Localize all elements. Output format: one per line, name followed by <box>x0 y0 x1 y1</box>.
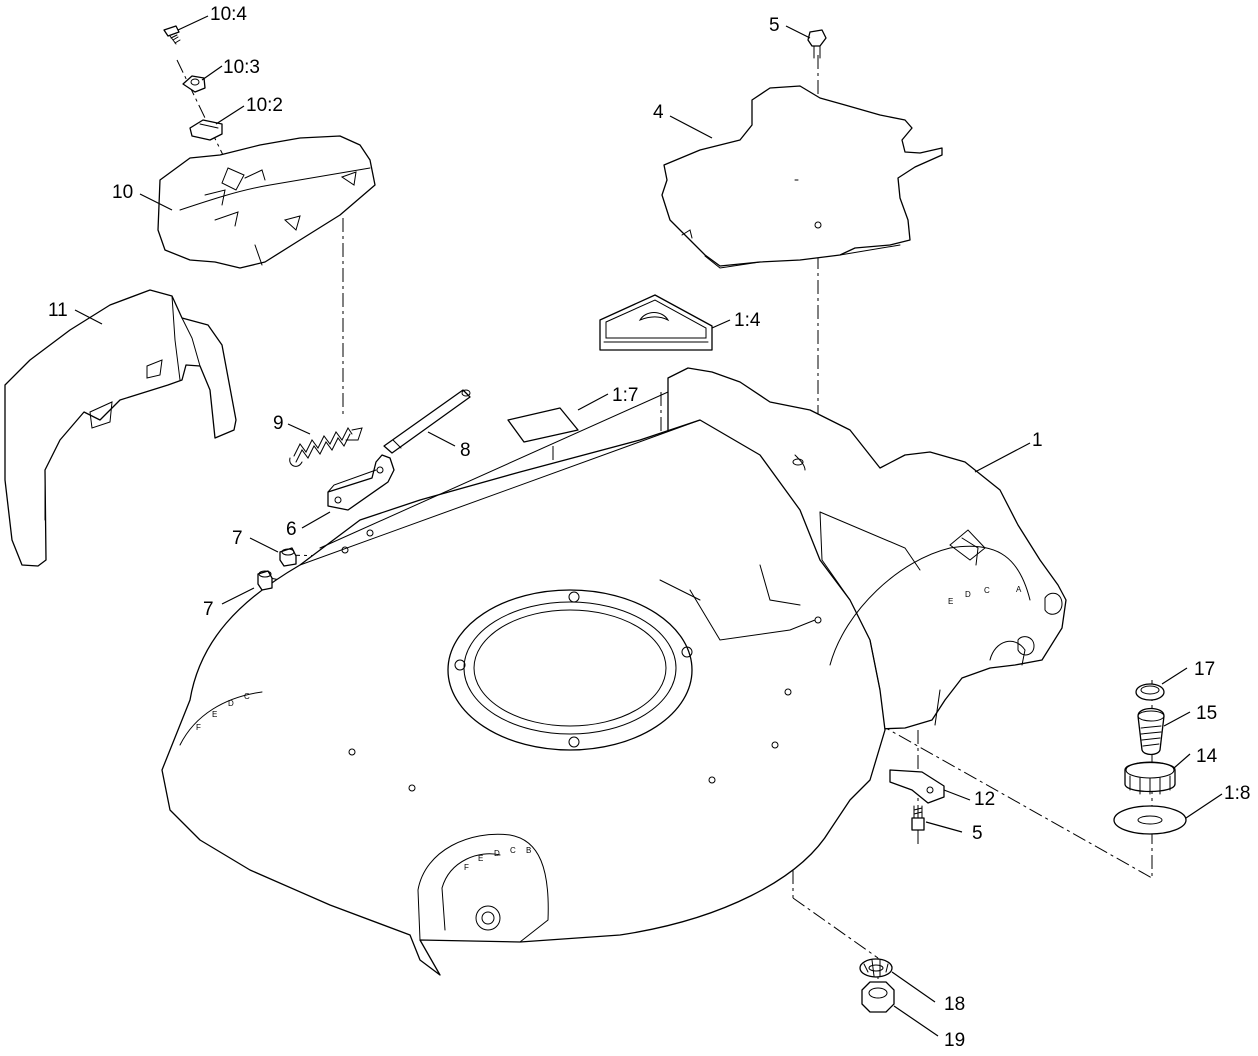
callout-7-upper: 7 <box>232 528 243 549</box>
callout-12: 12 <box>974 789 995 810</box>
height-letters-rear: F E D C B <box>464 846 531 872</box>
callout-4: 4 <box>653 102 664 123</box>
svg-text:B: B <box>526 846 531 855</box>
callout-10-2: 10:2 <box>246 95 283 116</box>
svg-text:E: E <box>948 597 953 606</box>
part-4-plate <box>661 85 943 269</box>
svg-text:F: F <box>464 863 469 872</box>
svg-text:C: C <box>984 586 990 595</box>
callout-17: 17 <box>1194 659 1215 680</box>
part-1-8-washer <box>1113 805 1187 835</box>
part-10-cover <box>157 135 376 269</box>
part-14-nut <box>1124 761 1176 795</box>
part-5-bolt-top <box>807 29 827 59</box>
callout-10-3: 10:3 <box>223 57 260 78</box>
part-10-3-nut <box>182 75 206 93</box>
callout-9: 9 <box>273 413 284 434</box>
svg-text:A: A <box>1016 585 1022 594</box>
svg-text:C: C <box>244 692 250 701</box>
svg-text:F: F <box>196 723 201 732</box>
part-10-2-clip <box>189 119 223 141</box>
svg-text:E: E <box>212 710 217 719</box>
part-7-bolt-upper <box>279 547 297 567</box>
callout-1: 1 <box>1032 430 1043 451</box>
callout-10-4: 10:4 <box>210 4 247 25</box>
callout-11: 11 <box>48 300 68 321</box>
part-15-bushing <box>1137 707 1165 756</box>
part-6-bracket <box>327 454 395 511</box>
callout-5-bottom: 5 <box>972 823 983 844</box>
svg-text:C: C <box>510 846 516 855</box>
part-11-deflector <box>4 289 237 567</box>
callout-10: 10 <box>112 182 133 203</box>
part-7-bolt-lower <box>257 570 273 591</box>
part-18-lockwasher <box>859 958 893 978</box>
label-1-7-decal <box>507 407 579 443</box>
part-19-nut <box>861 981 895 1013</box>
label-1-4-decal <box>599 294 713 351</box>
callout-19: 19 <box>944 1030 965 1051</box>
mower-deck: E D C A F E D C F E D C B <box>161 367 1067 976</box>
part-17-cap <box>1135 683 1165 701</box>
callout-8: 8 <box>460 440 471 461</box>
callout-5-top: 5 <box>769 15 780 36</box>
svg-text:D: D <box>228 699 234 708</box>
callout-7-lower: 7 <box>203 599 214 620</box>
height-letters-right: E D C A <box>948 585 1022 606</box>
callout-labels: 10:4 10:3 10:2 10 11 9 8 6 7 7 5 4 1:4 1… <box>48 4 1250 1051</box>
part-12-bracket <box>889 769 945 804</box>
svg-text:D: D <box>965 590 971 599</box>
callout-14: 14 <box>1196 746 1218 767</box>
callout-18: 18 <box>944 994 965 1015</box>
callout-15: 15 <box>1196 703 1217 724</box>
callout-1-7: 1:7 <box>612 385 638 406</box>
part-9-spring <box>289 427 363 467</box>
part-8-rod <box>383 389 471 454</box>
part-5-bolt-lower <box>911 805 925 831</box>
height-letters-left: F E D C <box>196 692 250 732</box>
leader-lines <box>74 15 1223 1037</box>
callout-1-4: 1:4 <box>734 310 761 331</box>
part-10-4-screw <box>163 25 181 45</box>
svg-text:E: E <box>478 854 483 863</box>
callout-1-8: 1:8 <box>1224 783 1250 804</box>
callout-6: 6 <box>286 519 297 540</box>
svg-text:D: D <box>494 849 500 858</box>
